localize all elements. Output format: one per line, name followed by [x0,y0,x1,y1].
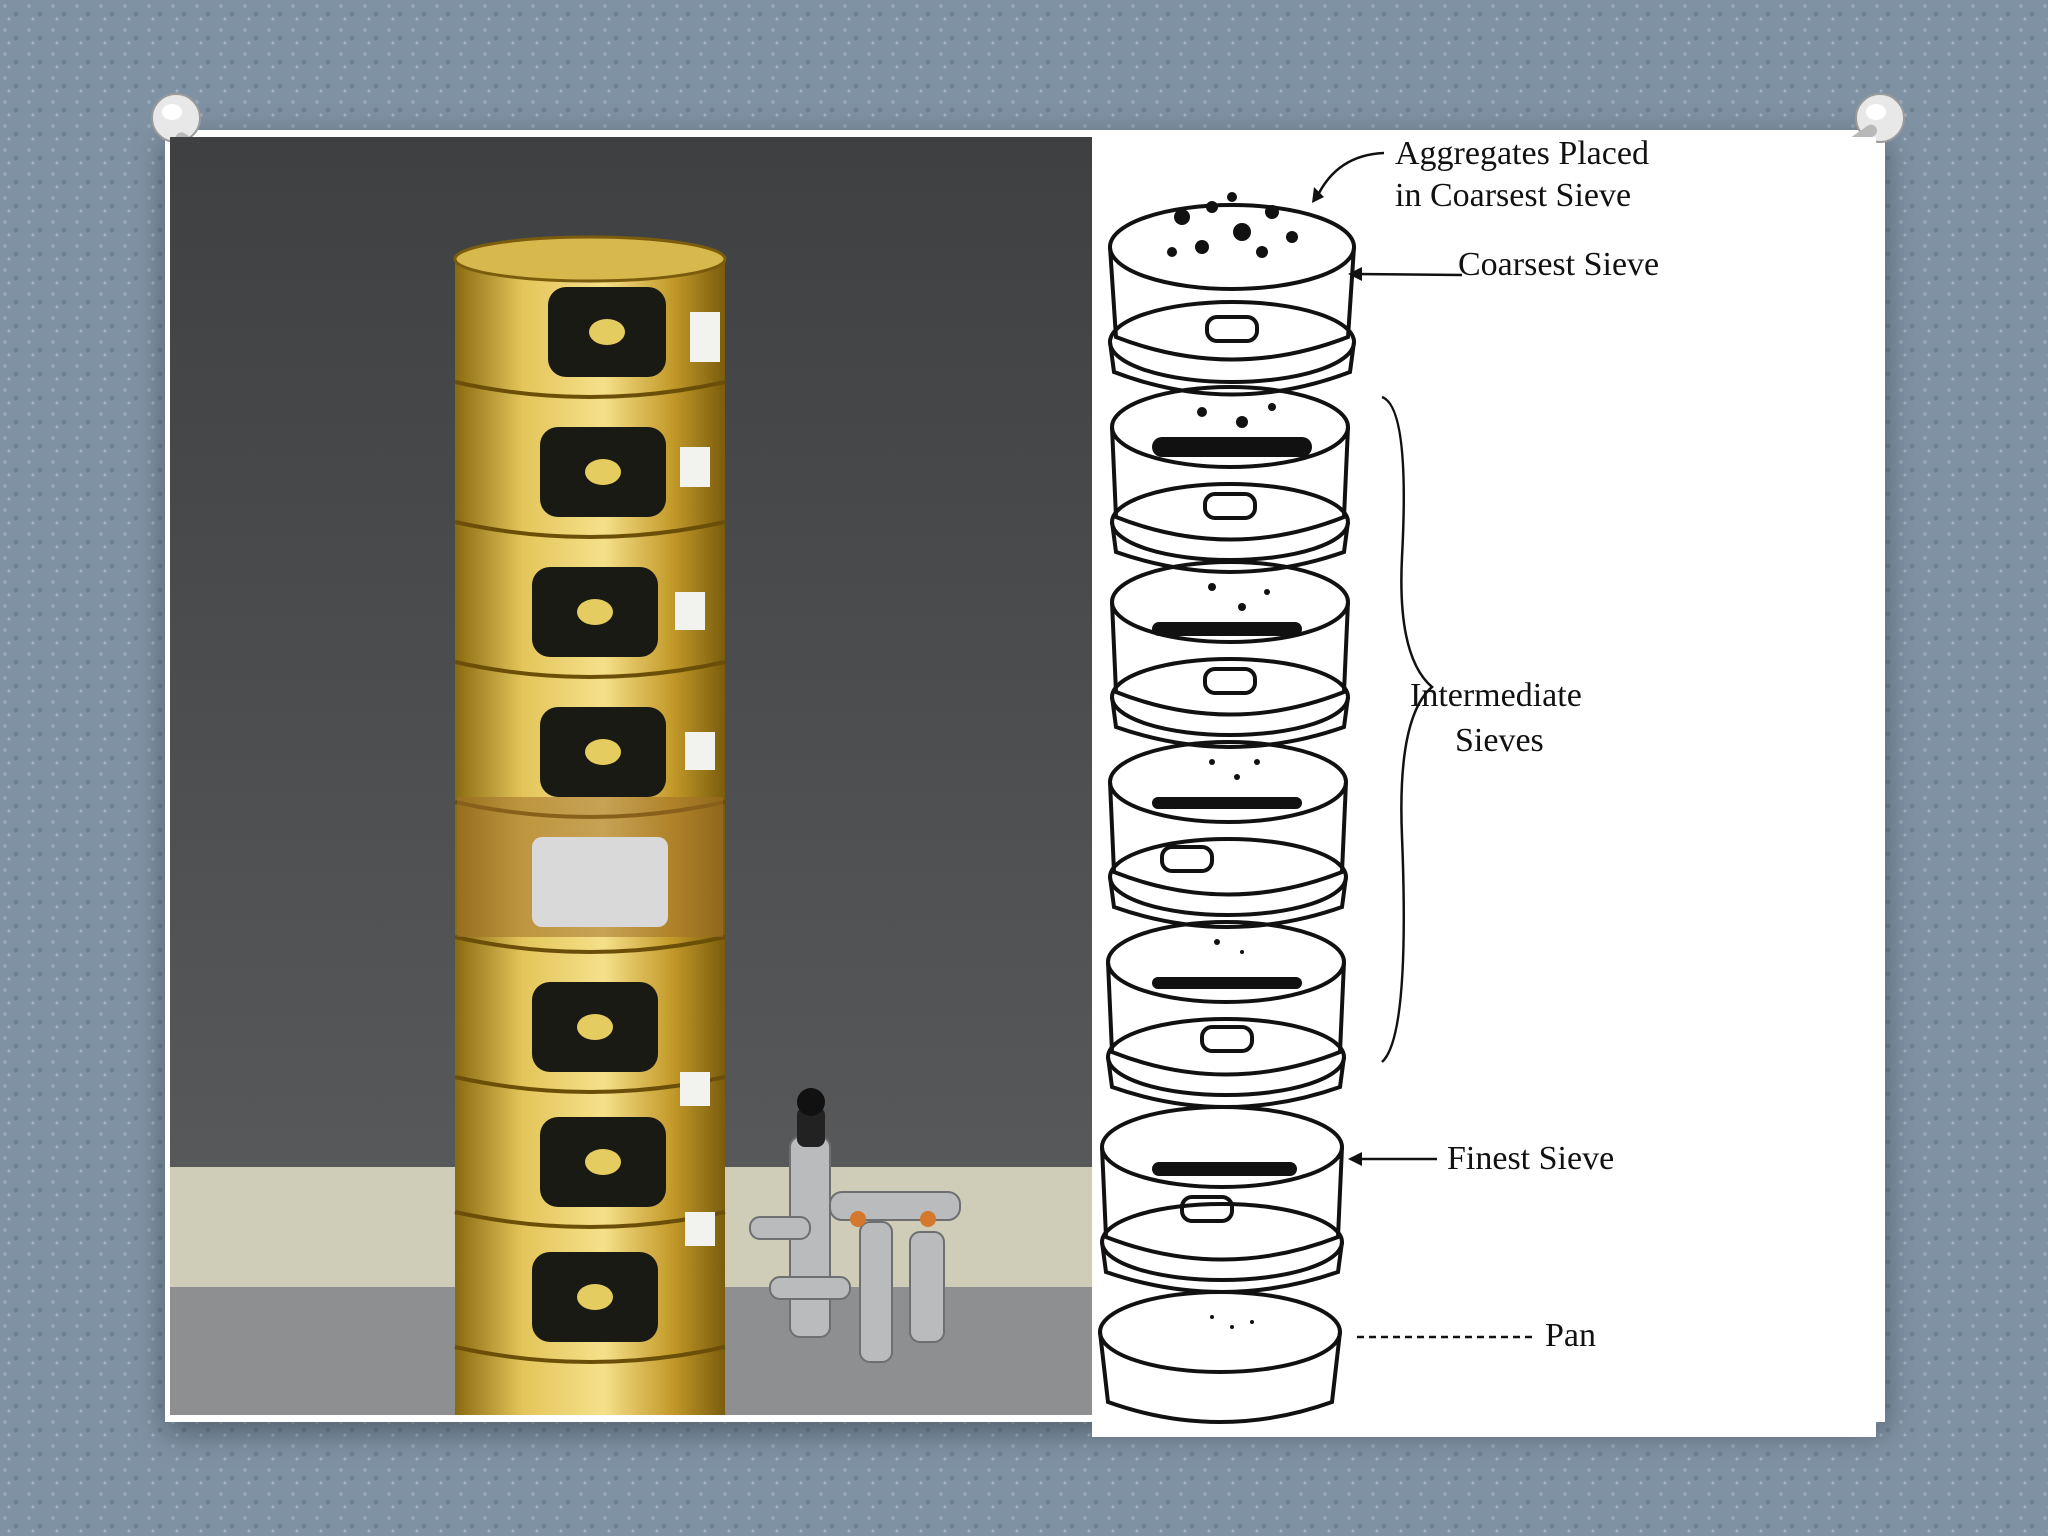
label-sieves: Sieves [1455,722,1544,759]
label-coarsest-sieve: Coarsest Sieve [1458,246,1660,283]
label-in-coarsest-sieve: in Coarsest Sieve [1395,177,1632,214]
label-finest-sieve: Finest Sieve [1447,1140,1615,1177]
label-intermediate: Intermediate [1410,677,1582,714]
label-aggregates-placed: Aggregates Placed [1395,135,1649,172]
sieve-stack-photo [170,137,1092,1415]
pushpin-right-icon [1850,93,1905,147]
label-pan: Pan [1545,1317,1596,1354]
sieve-analysis-diagram [1092,137,1876,1437]
